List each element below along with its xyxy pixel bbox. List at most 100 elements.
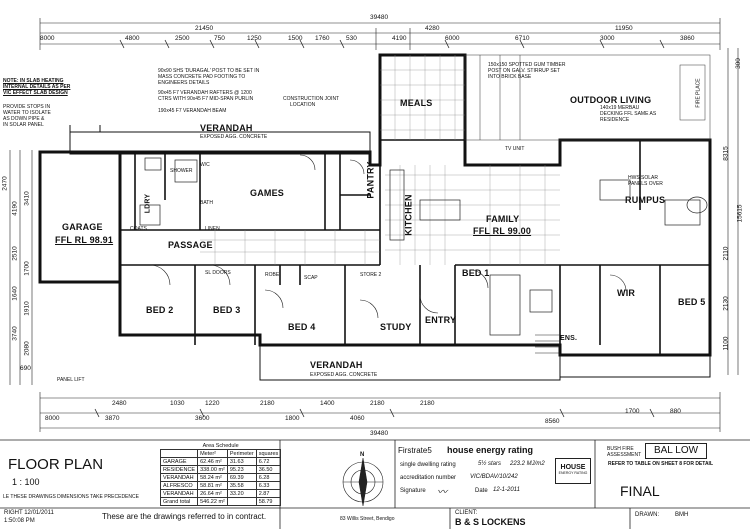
dim-top-530: 530 bbox=[346, 35, 357, 42]
dim-bottom-2180a: 2180 bbox=[260, 400, 275, 407]
note-panel-lift: PANEL LIFT bbox=[57, 377, 85, 383]
energy-signature-label: Signature bbox=[400, 488, 426, 494]
bal-box: BAL LOW bbox=[645, 443, 707, 459]
dim-top-3860: 3860 bbox=[680, 35, 695, 42]
client-name: B & S LOCKENS bbox=[455, 517, 526, 527]
dim-right-2110: 2110 bbox=[722, 246, 730, 261]
room-verandah-top: VERANDAH bbox=[200, 123, 253, 133]
note-stops-2: WATER TO ISOLATE bbox=[3, 110, 51, 116]
dim-top-1760: 1760 bbox=[315, 35, 330, 42]
area-schedule-title: Area Schedule bbox=[202, 442, 239, 449]
dim-top-4190: 4190 bbox=[392, 35, 407, 42]
room-meals: MEALS bbox=[400, 98, 433, 108]
note-deck-2: DECKING FFL SAME AS bbox=[600, 111, 657, 117]
dim-bottom-1220: 1220 bbox=[205, 400, 220, 407]
room-wc: W/C bbox=[200, 162, 210, 168]
bal-value: BAL LOW bbox=[653, 445, 699, 456]
note-slab-2: INTERNAL DETAILS AS PER bbox=[3, 84, 71, 90]
verandah-bottom-sub: EXPOSED AGG. CONCRETE bbox=[310, 372, 378, 378]
room-linen: LINEN bbox=[205, 226, 220, 232]
energy-line1: single dwelling rating bbox=[400, 462, 456, 468]
note-stops-1: PROVIDE STOPS IN bbox=[3, 104, 51, 110]
note-rafters-2: CTRS WITH 90x45 F7 MID-SPAN PURLIN bbox=[158, 96, 254, 102]
dim-bottom-1400: 1400 bbox=[320, 400, 335, 407]
client-label: CLIENT: bbox=[455, 510, 478, 516]
energy-brand: Firstrate5 bbox=[398, 446, 432, 455]
area-cell: 6.72 bbox=[255, 457, 282, 466]
family-ffl: FFL RL 99.00 bbox=[473, 226, 532, 236]
note-solar-1: HWS SOLAR bbox=[628, 175, 659, 181]
bal-label-2: ASSESSMENT bbox=[607, 452, 642, 458]
room-robe: ROBE bbox=[265, 272, 280, 278]
print-date: RIGHT 12/01/2011 bbox=[4, 510, 54, 516]
area-cell: 31.63 bbox=[226, 457, 257, 466]
room-ens: ENS. bbox=[560, 335, 578, 342]
room-study: STUDY bbox=[380, 322, 412, 332]
dim-overall-bottom: 39480 bbox=[370, 430, 389, 437]
dim-top-750: 750 bbox=[214, 35, 225, 42]
precedence-note: LE THESE DRAWINGS DIMENSIONS TAKE PRECED… bbox=[3, 494, 139, 500]
dim-bottom-1700: 1700 bbox=[625, 408, 640, 415]
note-stops-3: AS DOWN PIPE & bbox=[3, 116, 45, 122]
dim-top-8000: 8000 bbox=[40, 35, 55, 42]
area-cell: ALFRESCO bbox=[159, 481, 199, 490]
area-cell: VERANDAH bbox=[159, 489, 199, 498]
area-cell: 95.23 bbox=[226, 465, 257, 474]
dim-right-15615: 15615 bbox=[736, 204, 744, 223]
room-scap: SCAP bbox=[304, 275, 318, 281]
area-cell bbox=[226, 497, 257, 506]
area-cell: 33.20 bbox=[226, 489, 257, 498]
compass-north: N bbox=[360, 452, 365, 458]
area-cell: Grand total bbox=[159, 497, 199, 506]
dim-bottom-2480: 2480 bbox=[112, 400, 127, 407]
dim-bottom-3870: 3870 bbox=[105, 415, 120, 422]
dim-bottom-1800: 1800 bbox=[285, 415, 300, 422]
area-cell: 2.87 bbox=[255, 489, 282, 498]
dim-bottom-2180c: 2180 bbox=[420, 400, 435, 407]
room-coats: COATS bbox=[130, 226, 147, 232]
room-shower: SHOWER bbox=[170, 168, 193, 174]
area-cell: GARAGE bbox=[159, 457, 199, 466]
area-cell: 58.79 bbox=[255, 497, 282, 506]
note-shs-2: MASS CONCRETE PAD FOOTING TO bbox=[158, 74, 246, 80]
energy-accred-label: accreditation number bbox=[400, 475, 457, 481]
contract-note: These are the drawings referred to in co… bbox=[102, 512, 267, 521]
area-header-squares: squares bbox=[255, 449, 282, 458]
dim-left-4190: 4190 bbox=[11, 201, 19, 216]
dim-top-1250: 1250 bbox=[247, 35, 262, 42]
dim-top-6710: 6710 bbox=[515, 35, 530, 42]
energy-accred: VIC/BDAV/10/242 bbox=[470, 474, 518, 480]
room-rumpus: RUMPUS bbox=[625, 195, 666, 205]
dim-top-6000: 6000 bbox=[445, 35, 460, 42]
dim-bottom-8560: 8560 bbox=[545, 418, 560, 425]
house-logo: HOUSE ENERGY RATING bbox=[555, 458, 591, 484]
note-deck-3: RESIDENCE bbox=[600, 117, 630, 123]
room-bed3: BED 3 bbox=[213, 305, 241, 315]
note-gum-2: POST ON GALV. STIRRUP SET bbox=[488, 68, 561, 74]
dim-bottom-1030: 1030 bbox=[170, 400, 185, 407]
room-passage: PASSAGE bbox=[168, 240, 213, 250]
note-gum-3: INTO BRICK BASE bbox=[488, 74, 532, 80]
room-outdoor-living: OUTDOOR LIVING bbox=[570, 95, 652, 105]
note-beam: 190x45 F7 VERANDAH BEAM bbox=[158, 108, 227, 114]
area-cell: 69.39 bbox=[226, 473, 257, 482]
garage-ffl: FFL RL 98.91 bbox=[55, 235, 114, 245]
energy-heading: house energy rating bbox=[447, 445, 534, 455]
note-slab-3: VIC EFFECT SLAB DESIGN bbox=[3, 90, 68, 96]
area-cell: 62.46 m² bbox=[197, 457, 228, 466]
note-slab-1: NOTE: IN SLAB HEATING bbox=[3, 78, 64, 84]
dim-bottom-880: 880 bbox=[670, 408, 681, 415]
drawn-label: DRAWN: bbox=[635, 512, 660, 518]
note-joint-2: LOCATION bbox=[290, 102, 316, 108]
dim-left-3740: 3740 bbox=[11, 326, 19, 341]
dim-bottom-2180b: 2180 bbox=[370, 400, 385, 407]
dim-bottom-8000: 8000 bbox=[45, 415, 60, 422]
area-cell: 338.00 m² bbox=[197, 465, 228, 474]
note-sl-doors: SL DOORS bbox=[205, 270, 231, 276]
room-bed1: BED 1 bbox=[462, 268, 490, 278]
note-solar-2: PANELS OVER bbox=[628, 181, 663, 187]
